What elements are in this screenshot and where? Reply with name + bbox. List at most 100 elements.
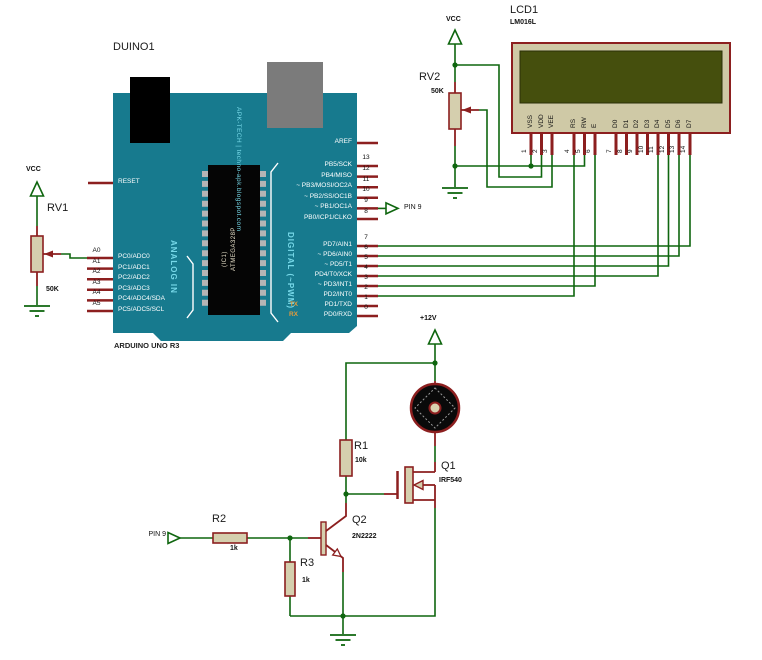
r3-ref-label[interactable]: R3 [300, 557, 315, 569]
pin-label-pb5: PB5/SCK [324, 161, 352, 168]
arduino-board[interactable] [113, 62, 357, 341]
lcd-pin-d7: D7 [686, 119, 693, 128]
r2-value-label[interactable]: 1k [230, 545, 238, 552]
rv2-wiper-arrow [462, 106, 471, 114]
lcd-part-label[interactable]: LM016L [510, 19, 537, 26]
ground-lcd [442, 187, 468, 199]
pin-label-pd6: ~ PD6/AIN0 [317, 251, 352, 258]
arduino-subtitle: ARDUINO UNO R3 [114, 341, 180, 350]
lcd-pin-num-14: 14 [680, 145, 687, 153]
wires[interactable] [36, 44, 691, 634]
lcd-pin-vee: VEE [548, 114, 555, 128]
lcd-pin-vdd: VDD [537, 114, 545, 128]
component-leads[interactable] [36, 82, 479, 572]
lcd-pin-rw: RW [580, 117, 588, 128]
lcd-pin-num-13: 13 [669, 145, 676, 153]
lcd-pin-d0: D0 [612, 119, 619, 128]
r2-body[interactable] [212, 532, 248, 544]
rv2-value-label[interactable]: 50K [431, 88, 444, 95]
pin-number-5: 5 [364, 254, 368, 261]
lcd-ref-label[interactable]: LCD1 [510, 4, 539, 16]
dc-motor[interactable] [409, 382, 461, 434]
pin-label-pb4: PB4/MISO [321, 172, 352, 179]
pin-number-4: 4 [364, 264, 368, 271]
pin-label-pd2: PD2/INT0 [323, 291, 352, 298]
q2-base-bar[interactable] [320, 521, 327, 556]
wire-rv1-a0 [61, 253, 87, 259]
q2-part-label[interactable]: 2N2222 [352, 533, 377, 540]
wire-pd4-d4 [378, 155, 659, 277]
plus12v-label: +12V [420, 315, 437, 322]
wire-lcd-gnd-bus [455, 155, 586, 167]
lcd-module[interactable] [511, 42, 731, 155]
r2-ref-label[interactable]: R2 [212, 513, 227, 525]
lcd-pin-num-2: 2 [531, 149, 539, 153]
lcd-pin-num-8: 8 [616, 149, 624, 153]
lcd-pin-num-7: 7 [606, 149, 613, 153]
pin-label-pd0: PD0/RXD [323, 311, 352, 318]
pin9-terminal-left [167, 531, 182, 545]
vcc-label-rv1: VCC [26, 166, 41, 173]
pin-number-13: 13 [362, 154, 370, 161]
lcd-pin-d2: D2 [633, 119, 640, 128]
pin-label-pb1: ~ PB1/OC1A [314, 203, 352, 210]
usb-connector[interactable] [130, 77, 170, 143]
wire-pd3-e [378, 155, 596, 287]
lcd-pin-d5: D5 [664, 119, 672, 128]
ground-rv1 [24, 305, 50, 317]
arduino-pin-stubs[interactable] [87, 141, 378, 318]
atmega328p-chip[interactable] [202, 165, 266, 315]
lcd-pin-num-10: 10 [637, 145, 645, 153]
q1-part-label[interactable]: IRF540 [439, 477, 462, 484]
r1-ref-label[interactable]: R1 [354, 440, 369, 452]
vcc-arrow-rv1 [29, 180, 45, 197]
pin-number-8: 8 [364, 208, 368, 215]
lcd-pin-num-3: 3 [542, 149, 549, 153]
r1-value-label[interactable]: 10k [355, 457, 367, 464]
rv1-body[interactable] [30, 235, 44, 273]
pin-label-pd4: PD4/T0/XCK [314, 271, 352, 278]
pin-label-aref: AREF [334, 138, 352, 145]
pin-ext-a5: A5 [92, 300, 101, 307]
power-symbols[interactable] [29, 28, 463, 545]
wire-pd2-rs [378, 155, 575, 297]
pin-number-9: 9 [364, 197, 368, 204]
pin9-terminal-right [385, 201, 400, 216]
pin-label-pc5: PC5/ADC5/SCL [118, 306, 165, 313]
lcd-pin-stubs[interactable] [529, 133, 692, 155]
rv1-wiper-arrow [44, 250, 53, 258]
rv2-ref-label[interactable]: RV2 [419, 71, 441, 83]
lcd-pin-rs: RS [570, 118, 577, 128]
plus12v-arrow [427, 328, 443, 345]
q1-channel[interactable] [404, 466, 414, 504]
wire-pd6-d6 [378, 155, 680, 257]
pin-number-3: 3 [364, 274, 368, 281]
pin-label-pc3: PC3/ADC3 [118, 285, 150, 292]
wire-vdd [455, 64, 543, 178]
arduino-ref-label[interactable]: DUINO1 [113, 41, 155, 53]
pin-ext-a2: A2 [92, 268, 101, 275]
pin-number-12: 12 [362, 165, 370, 172]
q2-emitter-arrow [331, 547, 343, 558]
pin-label-pc0: PC0/ADC0 [118, 253, 150, 260]
pin-number-7: 7 [364, 234, 368, 241]
r3-value-label[interactable]: 1k [302, 577, 310, 584]
pin-number-6: 6 [364, 244, 368, 251]
wire-12v-r1 [345, 362, 435, 440]
q2-ref-label[interactable]: Q2 [352, 514, 367, 526]
lcd-pin-num-11: 11 [648, 146, 655, 153]
pin-number-2: 2 [364, 284, 368, 291]
rv2-body[interactable] [448, 92, 462, 130]
lcd-pin-d3: D3 [643, 119, 651, 128]
rv1-ref-label[interactable]: RV1 [47, 202, 69, 214]
power-jack[interactable] [267, 62, 323, 128]
ground-symbols[interactable] [24, 187, 468, 646]
q1-ref-label[interactable]: Q1 [441, 460, 456, 472]
lcd-pin-num-9: 9 [627, 149, 634, 153]
r3-body[interactable] [284, 561, 296, 597]
component-bodies[interactable] [30, 92, 471, 597]
rv1-value-label[interactable]: 50K [46, 286, 59, 293]
r1-body[interactable] [339, 439, 353, 477]
pin-label-pc2: PC2/ADC2 [118, 274, 150, 281]
